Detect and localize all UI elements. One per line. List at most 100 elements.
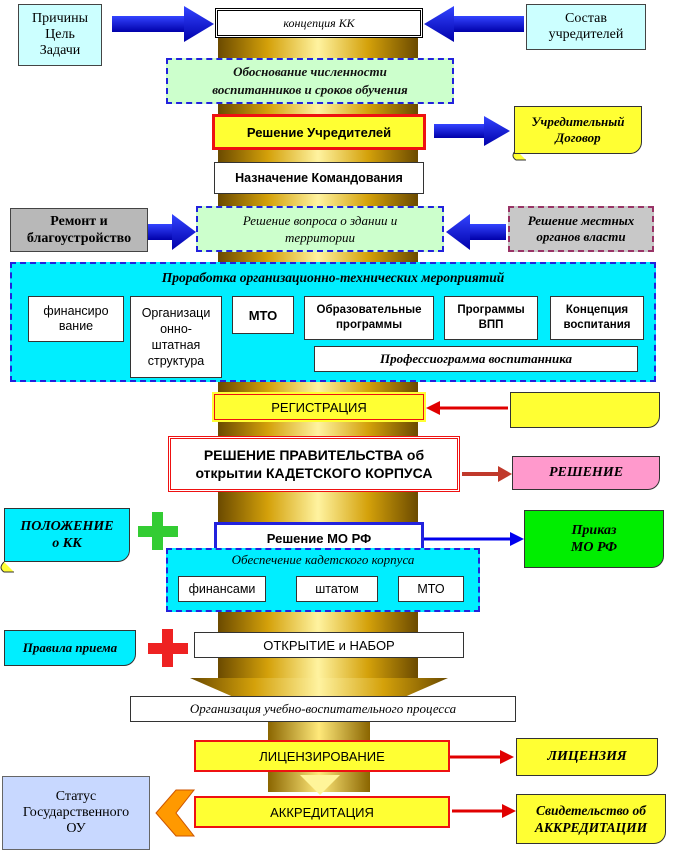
box-line: штатная [151, 338, 201, 352]
box-line: Приказ [571, 523, 617, 538]
licensing-box: ЛИЦЕНЗИРОВАНИЕ [194, 740, 450, 772]
license-scroll: ЛИЦЕНЗИЯ [516, 738, 658, 776]
box-line: Образовательные [316, 304, 422, 316]
edu-process-box: Организация учебно-воспитательного проце… [130, 696, 516, 722]
box-label: РЕГИСТРАЦИЯ [271, 399, 367, 415]
box-line: Причины [31, 11, 89, 26]
arrow-from-repair [148, 214, 196, 250]
founders-composition-box: Состав учредителей [526, 4, 646, 50]
box-line: Статус [55, 789, 97, 804]
arrow-to-decision [462, 466, 512, 482]
box-label: Профессиограмма воспитанника [379, 351, 573, 366]
box-line: Учредительный [531, 114, 625, 129]
box-line: вание [58, 319, 94, 333]
box-line: о КК [52, 536, 82, 551]
professiogram-box: Профессиограмма воспитанника [314, 346, 638, 372]
box-label: МТО [248, 307, 278, 323]
arrow-from-local-authority [446, 214, 506, 250]
box-label: Правила приема [22, 640, 118, 655]
box-label: штатом [315, 582, 359, 596]
staff-box: штатом [296, 576, 378, 602]
box-line: Цель [45, 27, 75, 42]
registration-scroll [510, 392, 660, 428]
arrow-to-license [450, 750, 514, 764]
admission-rules-scroll: Правила приема [4, 630, 136, 666]
box-label: Решение МО РФ [266, 530, 372, 546]
opening-box: ОТКРЫТИЕ и НАБОР [194, 632, 464, 658]
box-line: Государственного [22, 805, 130, 820]
accreditation-box: АККРЕДИТАЦИЯ [194, 796, 450, 828]
box-label: финансами [188, 582, 256, 596]
regulation-scroll: ПОЛОЖЕНИЕ о КК [4, 508, 130, 562]
box-line: Свидетельство об [535, 803, 647, 818]
box-line: Организаци [141, 306, 211, 320]
box-line: Обоснование численности [233, 64, 387, 79]
concept-box: концепция КК [215, 8, 423, 38]
box-line: структура [147, 354, 205, 368]
org-structure-box: Организаци онно- штатная структура [130, 296, 222, 378]
arrow-right-to-concept [424, 6, 524, 42]
green-plus-icon [138, 512, 178, 550]
mto-box: МТО [232, 296, 294, 334]
box-line: Состав [564, 11, 607, 26]
repair-box: Ремонт и благоустройство [10, 208, 148, 252]
founders-decision-box: Решение Учредителей [212, 114, 426, 150]
box-line: РЕШЕНИЕ ПРАВИТЕЛЬСТВА об [203, 447, 425, 463]
org-tech-container: Проработка организационно-технических ме… [10, 262, 656, 382]
box-line: учредителей [548, 27, 624, 42]
box-line: ВПП [478, 319, 504, 331]
box-label: РЕШЕНИЕ [548, 465, 624, 480]
box-line: воспитанников и сроков обучения [212, 82, 408, 97]
box-line: МО РФ [570, 540, 618, 555]
provision-title: Обеспечение кадетского корпуса [231, 552, 415, 567]
box-label: Решение Учредителей [246, 124, 392, 140]
finances-box: финансами [178, 576, 266, 602]
registration-box: РЕГИСТРАЦИЯ [212, 392, 426, 422]
building-decision-box: Решение вопроса о здании и территории [196, 206, 444, 252]
command-appointment-box: Назначение Командования [214, 162, 424, 194]
red-plus-icon [148, 629, 188, 667]
scroll-curl [0, 561, 14, 573]
provision-mto-box: МТО [398, 576, 464, 602]
lower-arrowhead [300, 775, 340, 795]
box-label: МТО [417, 582, 445, 596]
upbringing-concept-box: Концепция воспитания [550, 296, 644, 340]
justification-box: Обоснование численности воспитанников и … [166, 58, 454, 104]
financing-box: финансиро вание [28, 296, 124, 342]
arrow-to-accreditation-cert [452, 804, 516, 818]
box-line: Задачи [39, 43, 81, 58]
vpp-programs-box: Программы ВПП [444, 296, 538, 340]
box-line: благоустройство [26, 231, 132, 246]
causes-goal-tasks-box: Причины Цель Задачи [18, 4, 102, 66]
box-line: Решение местных [527, 213, 635, 228]
decision-scroll: РЕШЕНИЕ [512, 456, 660, 490]
box-label: Организация учебно-воспитательного проце… [189, 701, 457, 716]
concept-label: концепция КК [283, 15, 355, 30]
box-line: органов власти [536, 229, 626, 244]
mo-order-scroll: Приказ МО РФ [524, 510, 664, 568]
provision-container: Обеспечение кадетского корпуса финансами… [166, 548, 480, 612]
box-line: воспитания [563, 319, 631, 331]
government-decision-box: РЕШЕНИЕ ПРАВИТЕЛЬСТВА об открытии КАДЕТС… [168, 436, 460, 492]
box-label: ЛИЦЕНЗИРОВАНИЕ [259, 748, 385, 764]
box-line: программы [335, 319, 403, 331]
arrow-to-registration [426, 401, 508, 415]
box-line: Ремонт и [50, 214, 108, 229]
arrow-left-to-concept [112, 6, 214, 42]
box-label: ЛИЦЕНЗИЯ [547, 749, 627, 764]
box-line: ОУ [66, 821, 86, 836]
box-line: Договор [555, 130, 601, 145]
edu-programs-box: Образовательные программы [304, 296, 434, 340]
status-box: Статус Государственного ОУ [2, 776, 150, 850]
box-line: ПОЛОЖЕНИЕ [20, 519, 114, 534]
box-label: АККРЕДИТАЦИЯ [270, 804, 374, 820]
local-authority-box: Решение местных органов власти [508, 206, 654, 252]
chevron-to-status [155, 789, 196, 837]
box-line: финансиро [43, 304, 109, 318]
box-line: открытии КАДЕТСКОГО КОРПУСА [195, 465, 433, 481]
arrow-to-mo-order [424, 532, 524, 546]
box-line: онно- [160, 322, 192, 336]
box-label: Назначение Командования [235, 171, 403, 185]
arrow-to-founders-contract [434, 116, 510, 146]
box-line: территории [284, 230, 356, 245]
